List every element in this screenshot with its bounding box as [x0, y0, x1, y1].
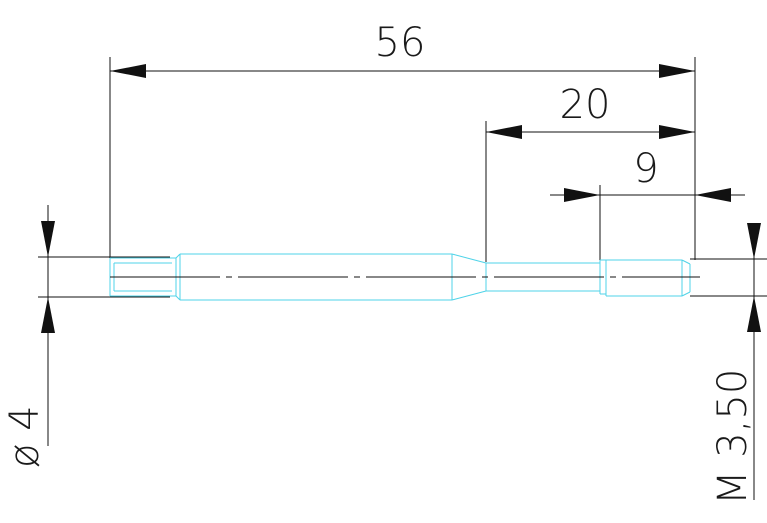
- dimension-label-9: 9: [633, 146, 658, 192]
- dimension-overall-length: 56: [110, 20, 695, 78]
- dimension-thread-size: M 3,50: [710, 223, 761, 505]
- extension-lines: [38, 57, 767, 298]
- dimension-label-56: 56: [375, 20, 426, 66]
- dimension-thread-length: 20: [486, 82, 695, 139]
- dimension-shank-diameter: ø 4: [2, 205, 55, 468]
- dimension-label-thread: M 3,50: [710, 369, 756, 505]
- dimension-label-diameter: ø 4: [2, 405, 48, 468]
- dimension-label-20: 20: [560, 82, 611, 128]
- dimension-tip-length: 9: [550, 146, 745, 202]
